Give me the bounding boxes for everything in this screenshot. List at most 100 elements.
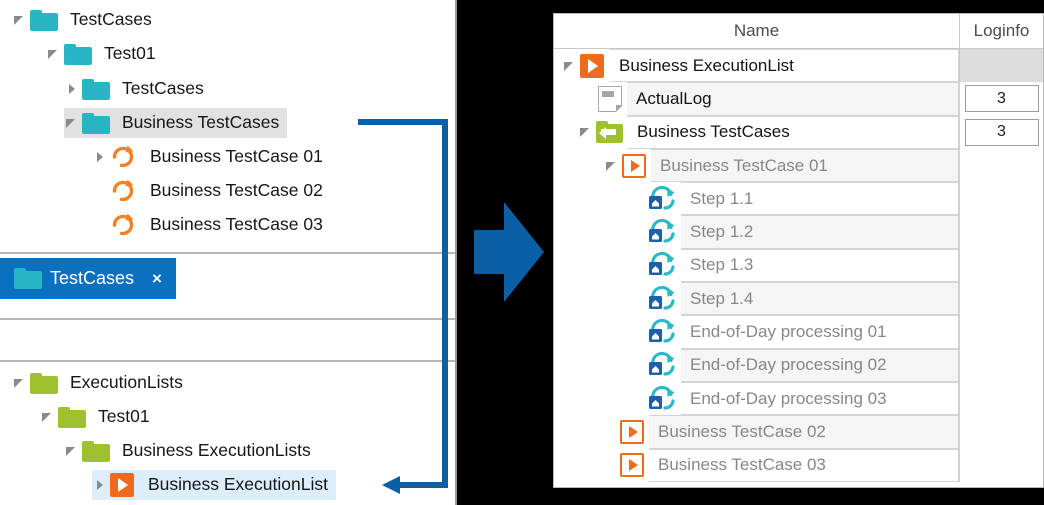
- tree-item-test01[interactable]: Test01: [46, 39, 164, 69]
- row-loginfo-cell: [959, 282, 1043, 316]
- row-name-cell[interactable]: Business ExecutionList: [554, 49, 959, 83]
- row-name-cell[interactable]: Step 1.4: [554, 282, 959, 316]
- testcase-play-outline-icon: [620, 419, 644, 444]
- tree-item-label: TestCases: [122, 78, 204, 99]
- row-label: Step 1.2: [681, 215, 959, 249]
- grid-header: Name Loginfo: [554, 14, 1043, 49]
- step-refresh-icon: [647, 285, 677, 313]
- row-name-cell[interactable]: End-of-Day processing 02: [554, 348, 959, 382]
- row-name-cell[interactable]: Step 1.2: [554, 215, 959, 249]
- column-header-loginfo[interactable]: Loginfo: [973, 21, 1030, 40]
- row-name-cell[interactable]: Step 1.3: [554, 248, 959, 283]
- row-loginfo-cell[interactable]: 3: [959, 115, 1043, 149]
- transition-arrow: [474, 202, 544, 302]
- row-name-cell[interactable]: Business TestCases: [554, 115, 959, 149]
- tree-item-business-testcase-01[interactable]: Business TestCase 01: [92, 142, 331, 172]
- loginfo-value: 3: [964, 85, 1039, 113]
- row-label: Business TestCase 03: [649, 448, 959, 482]
- row-label: End-of-Day processing 03: [681, 381, 959, 416]
- folder-teal-icon: [30, 9, 58, 31]
- close-icon[interactable]: ×: [152, 268, 162, 288]
- testcase-play-outline-icon: [622, 153, 646, 178]
- row-label: Business TestCase 02: [649, 415, 959, 449]
- tree-item-label: Test01: [98, 406, 150, 427]
- table-row[interactable]: Business TestCases 3: [554, 115, 1043, 149]
- table-row[interactable]: Business TestCase 03: [554, 448, 1043, 482]
- table-row[interactable]: Step 1.2: [554, 215, 1043, 249]
- no-expander: [92, 217, 108, 233]
- row-name-cell[interactable]: Business TestCase 02: [554, 415, 959, 449]
- row-name-cell[interactable]: End-of-Day processing 01: [554, 315, 959, 349]
- tree-item-label: Business TestCase 01: [150, 146, 323, 167]
- testcase-refresh-icon: [110, 144, 136, 170]
- table-row[interactable]: Step 1.3: [554, 248, 1043, 283]
- tree-item-el-test01[interactable]: Test01: [40, 402, 158, 432]
- table-row[interactable]: Step 1.4: [554, 282, 1043, 316]
- no-expander: [92, 183, 108, 199]
- step-refresh-icon: [647, 385, 677, 413]
- chevron-down-icon[interactable]: [578, 124, 594, 140]
- tree-item-business-executionlists[interactable]: Business ExecutionLists: [64, 436, 319, 466]
- tree-item-business-testcase-03[interactable]: Business TestCase 03: [92, 210, 331, 240]
- testcase-play-outline-icon: [620, 453, 644, 478]
- folder-back-green-icon: [596, 121, 623, 144]
- row-loginfo-cell: [959, 415, 1043, 449]
- tree-item-testcases-sub[interactable]: TestCases: [64, 74, 212, 104]
- table-row[interactable]: End-of-Day processing 02: [554, 348, 1043, 382]
- row-loginfo-cell[interactable]: 3: [959, 82, 1043, 116]
- row-loginfo-cell: [959, 248, 1043, 283]
- tab-testcases[interactable]: TestCases ×: [0, 258, 176, 299]
- tree-item-label: Business TestCases: [122, 112, 280, 133]
- row-label: Business TestCases: [628, 115, 959, 149]
- row-label: Business TestCase 01: [651, 148, 959, 183]
- table-row[interactable]: End-of-Day processing 03: [554, 381, 1043, 416]
- tree-item-business-testcase-02[interactable]: Business TestCase 02: [92, 176, 331, 206]
- chevron-down-icon[interactable]: [12, 12, 28, 28]
- folder-green-icon: [58, 406, 86, 428]
- chevron-down-icon[interactable]: [64, 443, 80, 459]
- table-row[interactable]: Business TestCase 02: [554, 415, 1043, 449]
- row-loginfo-cell: [959, 315, 1043, 349]
- chevron-down-icon[interactable]: [64, 115, 80, 131]
- chevron-down-icon[interactable]: [46, 46, 62, 62]
- tree-item-label: Business ExecutionLists: [122, 440, 311, 461]
- execution-list-grid: Name Loginfo Business ExecutionList Actu…: [553, 13, 1044, 488]
- row-loginfo-cell: [959, 49, 1043, 83]
- row-name-cell[interactable]: Business TestCase 03: [554, 448, 959, 482]
- row-name-cell[interactable]: End-of-Day processing 03: [554, 381, 959, 416]
- row-label: Step 1.4: [681, 282, 959, 316]
- row-name-cell[interactable]: Step 1.1: [554, 182, 959, 216]
- panel-divider: [0, 252, 455, 254]
- table-row[interactable]: End-of-Day processing 01: [554, 315, 1043, 349]
- tree-item-business-executionlist[interactable]: Business ExecutionList: [92, 470, 336, 500]
- chevron-down-icon[interactable]: [12, 375, 28, 391]
- folder-teal-icon: [82, 112, 110, 134]
- row-name-cell[interactable]: Business TestCase 01: [554, 148, 959, 183]
- table-row[interactable]: Business TestCase 01: [554, 148, 1043, 183]
- row-loginfo-cell: [959, 381, 1043, 416]
- tree-item-business-testcases[interactable]: Business TestCases: [64, 108, 288, 138]
- tree-item-label: Business TestCase 03: [150, 214, 323, 235]
- column-header-name[interactable]: Name: [554, 14, 960, 48]
- chevron-right-icon[interactable]: [64, 81, 80, 97]
- table-row[interactable]: Step 1.1: [554, 182, 1043, 216]
- row-loginfo-cell: [959, 148, 1043, 183]
- tree-item-executionlists-root[interactable]: ExecutionLists: [12, 368, 191, 398]
- table-row[interactable]: ActualLog 3: [554, 82, 1043, 116]
- chevron-down-icon[interactable]: [40, 409, 56, 425]
- chevron-right-icon[interactable]: [92, 477, 108, 493]
- chevron-down-icon[interactable]: [604, 158, 620, 174]
- tree-item-label: Test01: [104, 43, 156, 64]
- row-label: Step 1.3: [681, 248, 959, 283]
- chevron-right-icon[interactable]: [92, 149, 108, 165]
- chevron-down-icon[interactable]: [562, 58, 578, 74]
- row-label: ActualLog: [627, 82, 959, 116]
- tree-item-label: ExecutionLists: [70, 372, 183, 393]
- row-name-cell[interactable]: ActualLog: [554, 82, 959, 116]
- tree-item-testcases-root[interactable]: TestCases: [12, 5, 160, 35]
- table-row[interactable]: Business ExecutionList: [554, 49, 1043, 83]
- step-refresh-icon: [647, 218, 677, 246]
- tree-item-label: Business TestCase 02: [150, 180, 323, 201]
- loginfo-value: 3: [964, 118, 1039, 146]
- testcase-refresh-icon: [110, 178, 136, 204]
